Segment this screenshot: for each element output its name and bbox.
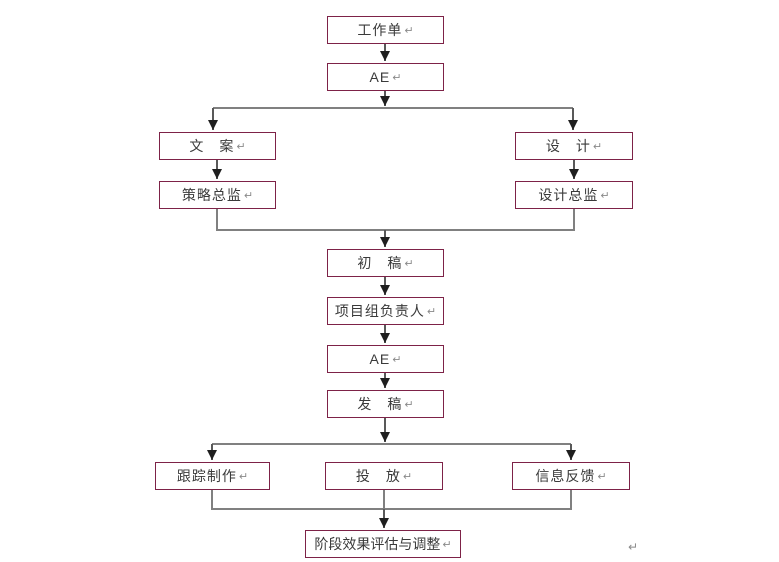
node-info-feedback[interactable]: 信息反馈↵ bbox=[512, 462, 630, 490]
node-work-order[interactable]: 工作单↵ bbox=[327, 16, 444, 44]
merge-bar-bottom bbox=[211, 490, 572, 510]
node-strategy-director[interactable]: 策略总监↵ bbox=[159, 181, 276, 209]
node-work-order-label: 工作单 bbox=[357, 22, 403, 38]
return-mark-icon: ↵ bbox=[243, 189, 254, 202]
return-mark-icon: ↵ bbox=[392, 353, 402, 366]
return-mark-icon: ↵ bbox=[238, 470, 249, 483]
return-mark-icon: ↵ bbox=[442, 538, 452, 551]
node-ae-bottom[interactable]: AE↵ bbox=[327, 345, 444, 373]
node-first-draft[interactable]: 初 稿↵ bbox=[327, 249, 444, 277]
return-mark-icon: ↵ bbox=[426, 305, 437, 318]
paragraph-return-mark-icon: ↵ bbox=[628, 540, 639, 554]
return-mark-icon: ↵ bbox=[402, 470, 413, 483]
node-placement-label: 投 放 bbox=[355, 468, 401, 484]
node-project-team-leader-label: 项目组负责人 bbox=[334, 303, 425, 319]
node-first-draft-label: 初 稿 bbox=[357, 255, 403, 271]
merge-bar-top bbox=[216, 209, 575, 231]
node-design-director-label: 设计总监 bbox=[538, 187, 599, 203]
node-copywriting[interactable]: 文 案↵ bbox=[159, 132, 276, 160]
node-copywriting-label: 文 案 bbox=[189, 138, 235, 154]
return-mark-icon: ↵ bbox=[597, 470, 607, 483]
return-mark-icon: ↵ bbox=[600, 189, 610, 202]
node-tracking-production-label: 跟踪制作 bbox=[176, 468, 237, 484]
node-design-director[interactable]: 设计总监↵ bbox=[515, 181, 633, 209]
node-ae-top[interactable]: AE↵ bbox=[327, 63, 444, 91]
node-design-label: 设 计 bbox=[545, 138, 591, 154]
node-release-draft-label: 发 稿 bbox=[357, 396, 403, 412]
return-mark-icon: ↵ bbox=[592, 140, 603, 153]
return-mark-icon: ↵ bbox=[404, 24, 414, 37]
return-mark-icon: ↵ bbox=[404, 398, 414, 411]
node-design[interactable]: 设 计↵ bbox=[515, 132, 633, 160]
return-mark-icon: ↵ bbox=[392, 71, 402, 84]
node-ae-bottom-label: AE bbox=[369, 351, 391, 367]
return-mark-icon: ↵ bbox=[404, 257, 414, 270]
node-placement[interactable]: 投 放↵ bbox=[325, 462, 443, 490]
node-stage-evaluation[interactable]: 阶段效果评估与调整↵ bbox=[305, 530, 461, 558]
node-ae-top-label: AE bbox=[369, 69, 391, 85]
node-strategy-director-label: 策略总监 bbox=[181, 187, 242, 203]
node-info-feedback-label: 信息反馈 bbox=[535, 468, 596, 484]
node-project-team-leader[interactable]: 项目组负责人↵ bbox=[327, 297, 444, 325]
return-mark-icon: ↵ bbox=[236, 140, 246, 153]
node-tracking-production[interactable]: 跟踪制作↵ bbox=[155, 462, 270, 490]
node-stage-evaluation-label: 阶段效果评估与调整 bbox=[314, 536, 441, 552]
node-release-draft[interactable]: 发 稿↵ bbox=[327, 390, 444, 418]
